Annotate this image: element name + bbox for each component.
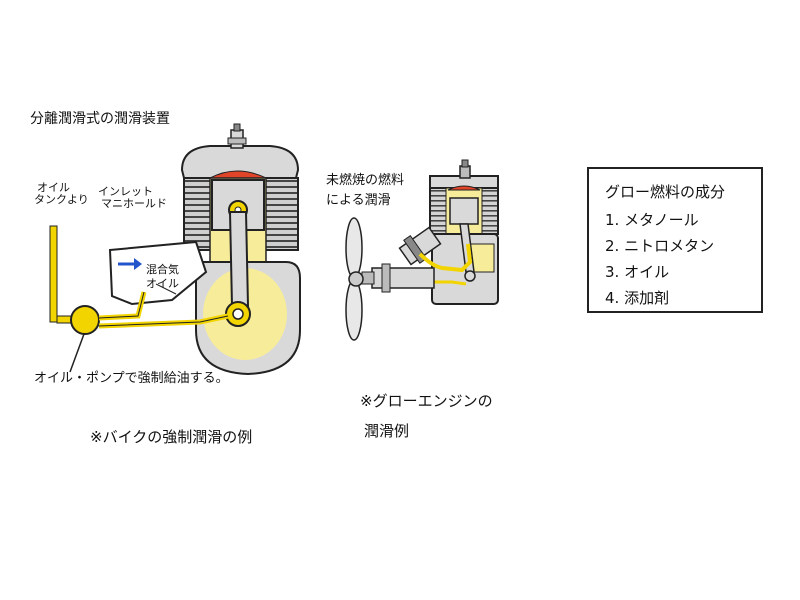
- glow-caption-line1: ※グローエンジンの: [360, 392, 493, 410]
- glow-propeller: [345, 217, 364, 341]
- bike-oil-pump: [70, 305, 100, 335]
- bike-engine-diagram: [49, 123, 301, 376]
- bike-spark-plug: [227, 123, 247, 149]
- legend-item-1: 1. メタノール: [605, 211, 699, 229]
- oil-pump-label: オイル・ポンプで強制給油する。: [34, 371, 229, 386]
- legend-item-4: 4. 添加剤: [605, 289, 670, 307]
- glow-crankshaft: [371, 267, 435, 289]
- inlet-label-line2: マニホールド: [101, 197, 167, 210]
- glow-fuel-path: [418, 243, 473, 273]
- bike-oil-tank-line: [49, 225, 58, 323]
- glow-engine-diagram: [345, 159, 499, 341]
- oil-tank-label-line1: オイル: [37, 181, 70, 194]
- oil-label: オイル: [146, 277, 179, 290]
- glow-label-line2: による潤滑: [326, 193, 391, 208]
- bike-inlet-manifold: [108, 240, 208, 306]
- glow-fuel-legend: グロー燃料の成分 1. メタノール 2. ニトロメタン 3. オイル 4. 添加…: [587, 167, 763, 313]
- glow-caption-line2: 潤滑例: [364, 422, 410, 440]
- legend-title: グロー燃料の成分: [605, 183, 726, 201]
- bike-connecting-rod: [228, 211, 250, 307]
- inlet-label-line1: インレット: [98, 185, 153, 198]
- mixture-label: 混合気: [146, 263, 179, 276]
- glow-piston: [449, 197, 479, 225]
- glow-label-line1: 未燃焼の燃料: [326, 173, 405, 188]
- bike-caption: ※バイクの強制潤滑の例: [90, 428, 253, 446]
- legend-item-3: 3. オイル: [605, 263, 670, 281]
- glow-combustion-chamber: [447, 185, 481, 191]
- oil-tank-label-line2: タンクより: [34, 193, 89, 206]
- bike-cylinder-head: [180, 145, 300, 179]
- bike-diagram-title: 分離潤滑式の潤滑装置: [30, 111, 170, 127]
- legend-item-2: 2. ニトロメタン: [605, 237, 715, 255]
